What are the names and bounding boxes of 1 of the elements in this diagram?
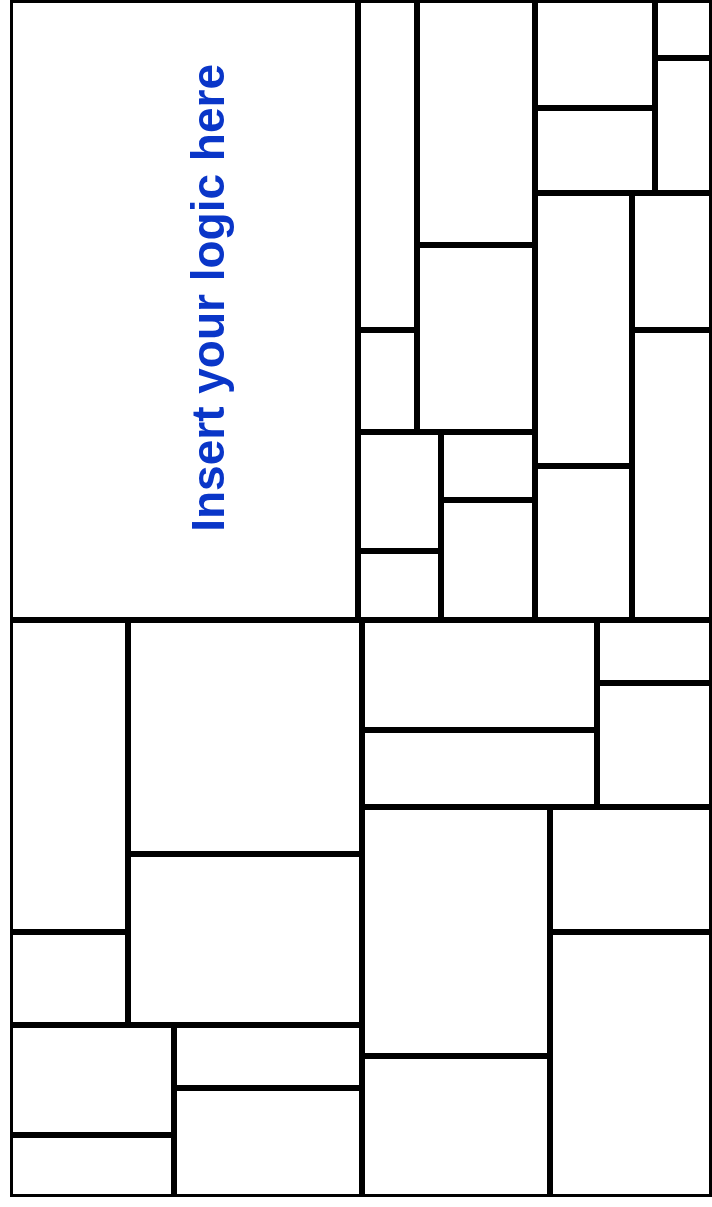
layout-box [10,0,358,620]
